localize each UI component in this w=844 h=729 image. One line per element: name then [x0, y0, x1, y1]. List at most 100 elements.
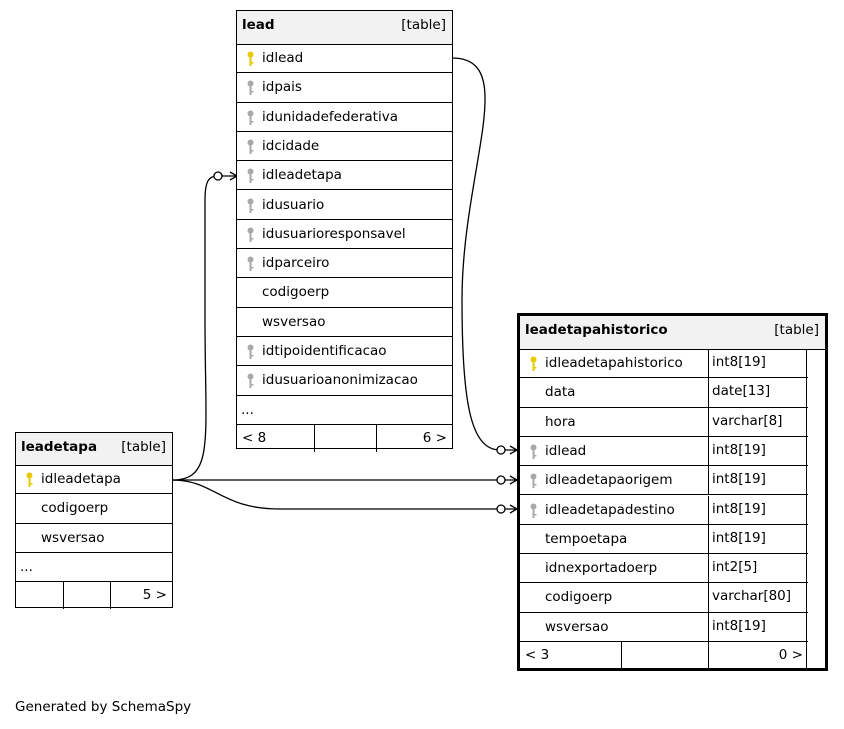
column-name: idleadetapa — [41, 471, 121, 487]
foreign-key-icon — [247, 168, 254, 184]
column-row[interactable]: idpais — [237, 73, 452, 103]
column-row[interactable]: wsversao int8[19] — [520, 612, 808, 642]
column-name: idpais — [262, 79, 302, 96]
primary-key-icon — [247, 51, 254, 66]
table-header[interactable]: leadetapa [table] — [16, 433, 172, 466]
column-row[interactable]: idlead int8[19] — [520, 436, 808, 467]
column-type: int8[19] — [708, 436, 808, 466]
column-row[interactable]: idleadetapa — [237, 161, 452, 191]
column-row[interactable]: hora varchar[8] — [520, 407, 808, 437]
footer-divider — [708, 642, 709, 670]
table-lead[interactable]: lead [table] idlead idpais idunidadefede… — [236, 10, 453, 453]
table-type-tag: [table] — [121, 439, 166, 455]
footer-parents-count[interactable]: < 3 — [525, 647, 550, 663]
column-name: idleadetapahistorico — [545, 355, 683, 371]
table-footer: 5 > — [16, 582, 172, 610]
column-row[interactable]: idleadetapa — [16, 465, 172, 495]
link-leadetapa-to-historico-destino — [171, 479, 517, 510]
foreign-key-icon — [247, 344, 254, 359]
column-name: idnexportadoerp — [545, 560, 658, 577]
foreign-key-icon — [247, 80, 254, 96]
column-name: data — [545, 384, 576, 401]
column-row[interactable]: wsversao — [237, 308, 452, 337]
footer-children-count[interactable]: 6 > — [422, 429, 447, 446]
column-name: idleadetapa — [262, 167, 342, 184]
table-leadetapahistorico[interactable]: leadetapahistorico [table] idleadetapahi… — [517, 313, 828, 671]
column-row[interactable]: codigoerp varchar[80] — [520, 583, 808, 613]
column-row[interactable]: data date[13] — [520, 378, 808, 408]
column-name: idunidadefederativa — [262, 108, 398, 125]
column-name: tempoetapa — [545, 530, 628, 547]
column-name: codigoerp — [41, 500, 109, 517]
footer-parents-count[interactable]: < 8 — [242, 429, 267, 446]
column-name: idusuarioanonimizacao — [262, 372, 418, 389]
column-row[interactable]: wsversao — [16, 524, 172, 553]
foreign-key-icon — [247, 110, 254, 125]
column-row[interactable]: idcidade — [237, 132, 452, 162]
column-row[interactable]: idusuarioresponsavel — [237, 220, 452, 250]
column-type: varchar[8] — [708, 407, 808, 436]
table-name: lead — [242, 17, 275, 33]
more-columns-row[interactable]: ... — [16, 553, 172, 583]
table-right-strip — [806, 349, 825, 668]
primary-key-icon — [26, 472, 33, 487]
column-row[interactable]: idlead — [237, 44, 452, 74]
table-name: leadetapahistorico — [525, 322, 668, 338]
footer-divider — [314, 424, 315, 453]
table-type-tag: [table] — [401, 17, 446, 33]
column-row[interactable]: idtipoidentificacao — [237, 337, 452, 367]
column-type: varchar[80] — [708, 583, 808, 612]
column-name: idleadetapaorigem — [545, 472, 673, 489]
more-indicator: ... — [20, 558, 33, 575]
generated-by-label: Generated by SchemaSpy — [15, 699, 192, 715]
column-name: idlead — [262, 50, 304, 66]
column-type: date[13] — [708, 378, 808, 407]
table-header[interactable]: lead [table] — [237, 11, 452, 45]
table-footer: < 3 0 > — [520, 642, 808, 670]
column-type: int8[19] — [708, 612, 808, 641]
more-columns-row[interactable]: ... — [237, 396, 452, 425]
column-name: idparceiro — [262, 255, 330, 272]
column-row[interactable]: codigoerp — [16, 494, 172, 524]
foreign-key-icon — [530, 444, 537, 459]
footer-children-count[interactable]: 0 > — [778, 647, 803, 663]
footer-children-count[interactable]: 5 > — [142, 587, 167, 604]
footer-divider — [63, 582, 64, 610]
column-row[interactable]: idnexportadoerp int2[5] — [520, 554, 808, 584]
column-row[interactable]: idunidadefederativa — [237, 103, 452, 132]
link-end-circle — [496, 504, 506, 514]
table-type-tag: [table] — [774, 322, 819, 338]
column-row[interactable]: codigoerp — [237, 278, 452, 308]
column-type: int2[5] — [708, 554, 808, 583]
foreign-key-icon — [530, 473, 537, 489]
column-name: idtipoidentificacao — [262, 343, 387, 359]
footer-divider — [376, 424, 377, 453]
column-row[interactable]: idparceiro — [237, 249, 452, 279]
column-name: codigoerp — [262, 284, 330, 301]
column-type: int8[19] — [708, 349, 808, 378]
column-name: hora — [545, 413, 576, 430]
column-name: wsversao — [262, 313, 326, 330]
column-name: idusuario — [262, 196, 325, 213]
column-row[interactable]: idusuarioanonimizacao — [237, 366, 452, 396]
column-name: wsversao — [545, 618, 609, 635]
column-row[interactable]: idusuario — [237, 191, 452, 220]
table-header[interactable]: leadetapahistorico [table] — [520, 316, 825, 350]
more-indicator: ... — [241, 401, 254, 418]
footer-divider — [110, 582, 111, 610]
link-end-circle — [496, 475, 506, 485]
column-name: codigoerp — [545, 589, 613, 606]
table-leadetapa[interactable]: leadetapa [table] idleadetapa codigoerp ws… — [15, 432, 173, 610]
link-leadetapa-to-lead-idleadetapa — [171, 175, 237, 481]
column-name: idcidade — [262, 137, 320, 154]
column-name: idusuarioresponsavel — [262, 225, 406, 242]
column-row[interactable]: idleadetapahistorico int8[19] — [520, 349, 808, 379]
column-name: idlead — [545, 442, 587, 459]
column-type: int8[19] — [708, 495, 808, 524]
foreign-key-icon — [247, 373, 254, 389]
primary-key-icon — [530, 356, 537, 371]
